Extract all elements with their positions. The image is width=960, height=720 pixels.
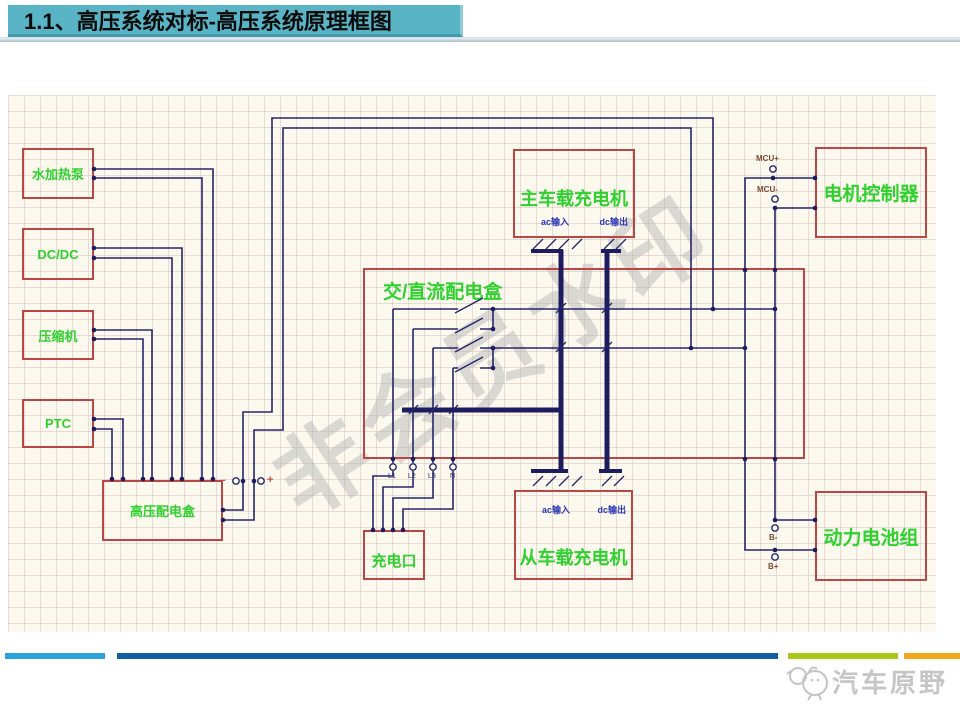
title-underline bbox=[0, 37, 960, 42]
box-acdc-distribution: 交/直流配电盒 bbox=[363, 268, 805, 459]
b-plus-label: B+ bbox=[768, 562, 779, 571]
minus-terminal-label: - bbox=[222, 474, 226, 486]
slide-title: 1.1、高压系统对标-高压系统原理框图 bbox=[24, 8, 392, 34]
footer-bar-darkblue bbox=[117, 653, 778, 659]
l1-terminal-label: L1 bbox=[388, 473, 396, 480]
footer-logo-text: 汽车原野 bbox=[832, 668, 949, 698]
box-battery-pack: 动力电池组 bbox=[815, 491, 927, 581]
box-ptc: PTC bbox=[22, 399, 94, 448]
b-minus-label: B- bbox=[769, 533, 778, 542]
footer-bar-orange bbox=[904, 653, 960, 659]
box-ptc-label: PTC bbox=[45, 416, 71, 431]
plus-terminal-label: + bbox=[267, 474, 274, 486]
slave-charger-dc-out-label: dc输出 bbox=[597, 505, 626, 515]
mcu-minus-label: MCU- bbox=[757, 185, 778, 194]
n-terminal-label: N bbox=[450, 473, 456, 480]
footer-bar-lightblue bbox=[5, 653, 105, 659]
box-dcdc: DC/DC bbox=[22, 228, 94, 280]
mcu-plus-label: MCU+ bbox=[756, 154, 779, 163]
box-main-charger: 主车载充电机 ac输入 dc输出 bbox=[513, 149, 635, 238]
box-hv-distribution-label: 高压配电盒 bbox=[129, 504, 195, 519]
box-compressor: 压缩机 bbox=[22, 310, 94, 360]
main-charger-dc-out-label: dc输出 bbox=[599, 217, 628, 227]
box-charge-port: 充电口 bbox=[363, 530, 425, 580]
slide-title-bar: 1.1、高压系统对标-高压系统原理框图 bbox=[8, 5, 463, 37]
slave-charger-ac-in-label: ac输入 bbox=[542, 505, 571, 515]
box-slave-charger-label: 从车载充电机 bbox=[519, 548, 628, 568]
main-charger-ac-in-label: ac输入 bbox=[541, 217, 570, 227]
box-battery-pack-label: 动力电池组 bbox=[823, 527, 919, 549]
mascot-icon bbox=[786, 666, 828, 701]
box-motor-controller: 电机控制器 bbox=[815, 147, 927, 238]
footer-bar-green bbox=[788, 653, 898, 659]
box-motor-controller-label: 电机控制器 bbox=[823, 184, 919, 205]
box-compressor-label: 压缩机 bbox=[38, 328, 78, 344]
box-charge-port-label: 充电口 bbox=[371, 552, 417, 570]
box-water-heating-pump-label: 水加热泵 bbox=[31, 167, 84, 182]
box-dcdc-label: DC/DC bbox=[37, 246, 79, 262]
box-slave-charger: ac输入 dc输出 从车载充电机 bbox=[514, 490, 633, 580]
l3-terminal-label: L3 bbox=[428, 473, 436, 480]
box-acdc-distribution-label: 交/直流配电盒 bbox=[383, 282, 503, 303]
box-water-heating-pump: 水加热泵 bbox=[22, 148, 94, 199]
box-main-charger-label: 主车载充电机 bbox=[520, 189, 628, 209]
box-hv-distribution: 高压配电盒 bbox=[102, 480, 223, 541]
l2-terminal-label: L2 bbox=[408, 473, 416, 480]
